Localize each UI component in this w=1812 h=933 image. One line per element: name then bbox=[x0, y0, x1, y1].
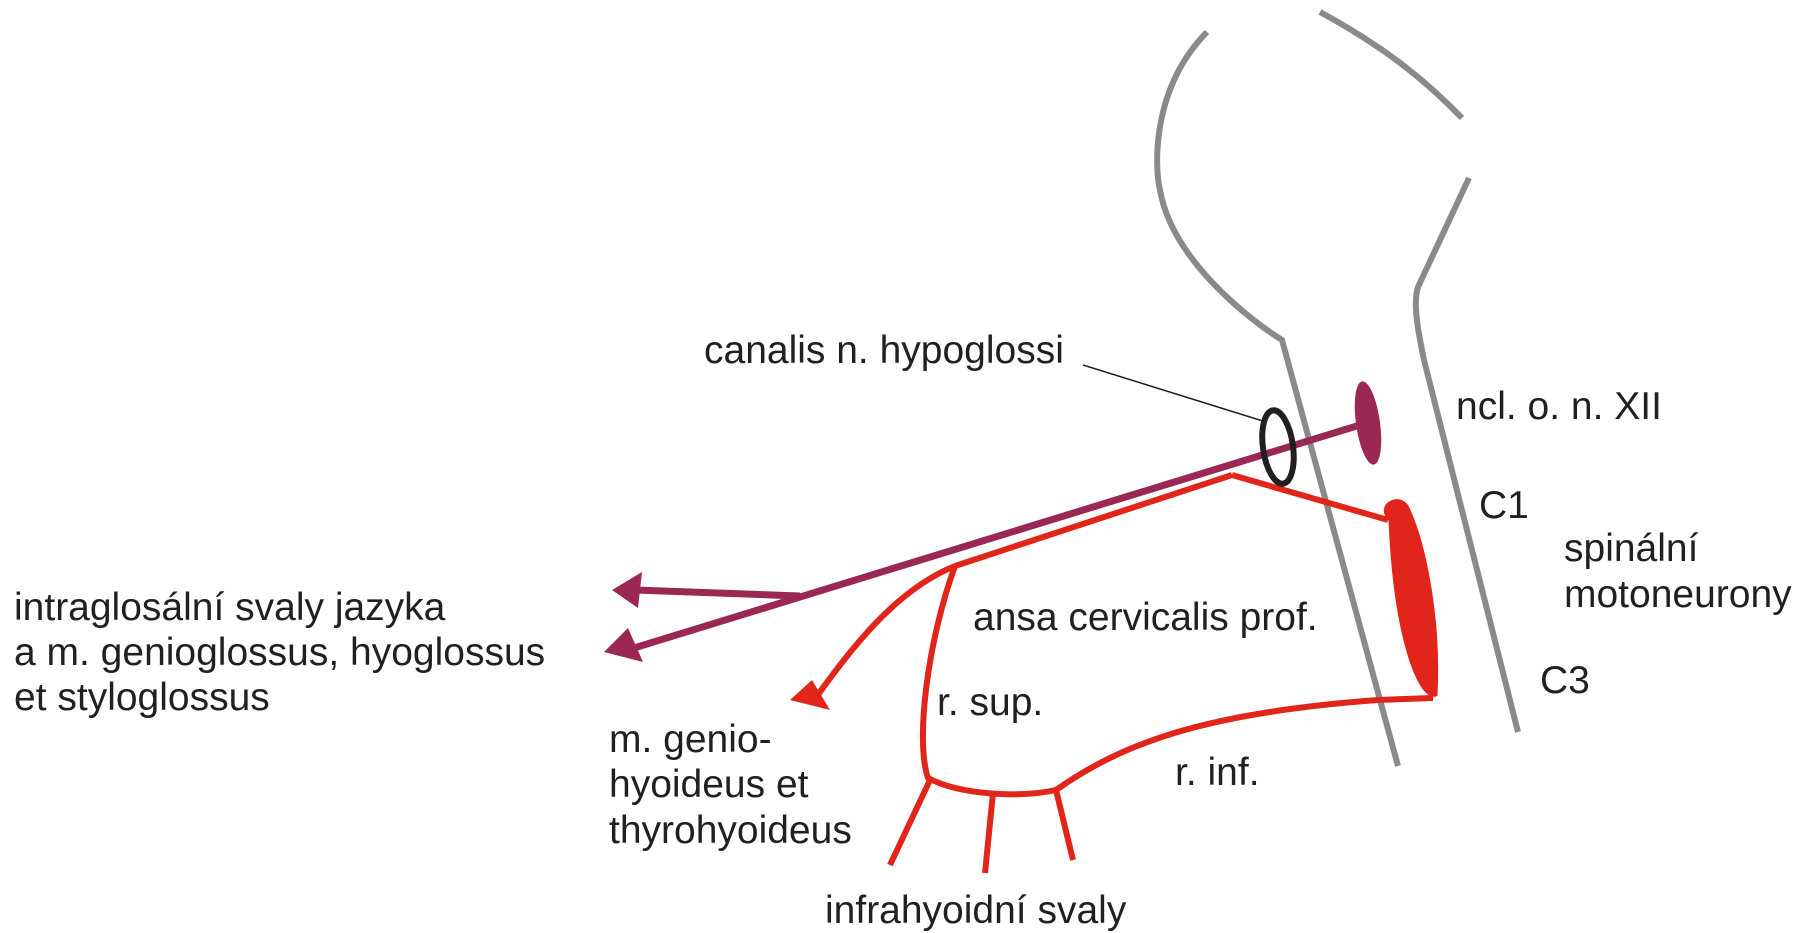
r-inf-label: r. inf. bbox=[1175, 751, 1260, 794]
spinalni-label-line2: motoneurony bbox=[1564, 573, 1792, 616]
cervical-nerve-branches bbox=[812, 475, 1433, 873]
hypoglossal-upper-branch bbox=[634, 590, 800, 596]
intraglosalni-label-line2: a m. genioglossus, hyoglossus bbox=[14, 631, 545, 674]
spinal-motoneuron-column bbox=[1385, 501, 1436, 696]
ansa-label: ansa cervicalis prof. bbox=[973, 596, 1318, 639]
infrahyoidni-label: infrahyoidní svaly bbox=[825, 889, 1127, 932]
brainstem-posterior-top-outline bbox=[1320, 12, 1462, 118]
infrahyoid-branch-1 bbox=[890, 780, 930, 865]
c1-label: C1 bbox=[1479, 484, 1529, 527]
r-sup-label: r. sup. bbox=[937, 681, 1043, 724]
intraglosalni-label-line3: et styloglossus bbox=[14, 676, 270, 719]
c1-fibres-to-hypoglossal bbox=[1232, 475, 1388, 520]
intraglossal-arrowhead-upper bbox=[612, 572, 642, 608]
ncl-label: ncl. o. n. XII bbox=[1456, 385, 1662, 428]
spinalni-label-line1: spinální bbox=[1564, 527, 1699, 570]
infrahyoid-branch-3 bbox=[1056, 790, 1073, 860]
canalis-label: canalis n. hypoglossi bbox=[704, 329, 1064, 372]
genio-label-line3: thyrohyoideus bbox=[609, 809, 852, 852]
genio-label-line2: hyoideus et bbox=[609, 763, 809, 806]
c3-label: C3 bbox=[1540, 659, 1590, 702]
intraglosalni-label-line1: intraglosální svaly jazyka bbox=[14, 586, 446, 629]
canalis-leader-line bbox=[1083, 365, 1266, 422]
c1-fibres-along-hypoglossal bbox=[955, 475, 1232, 566]
genio-label-line1: m. genio- bbox=[609, 718, 772, 761]
infrahyoid-branch-2 bbox=[985, 793, 993, 873]
